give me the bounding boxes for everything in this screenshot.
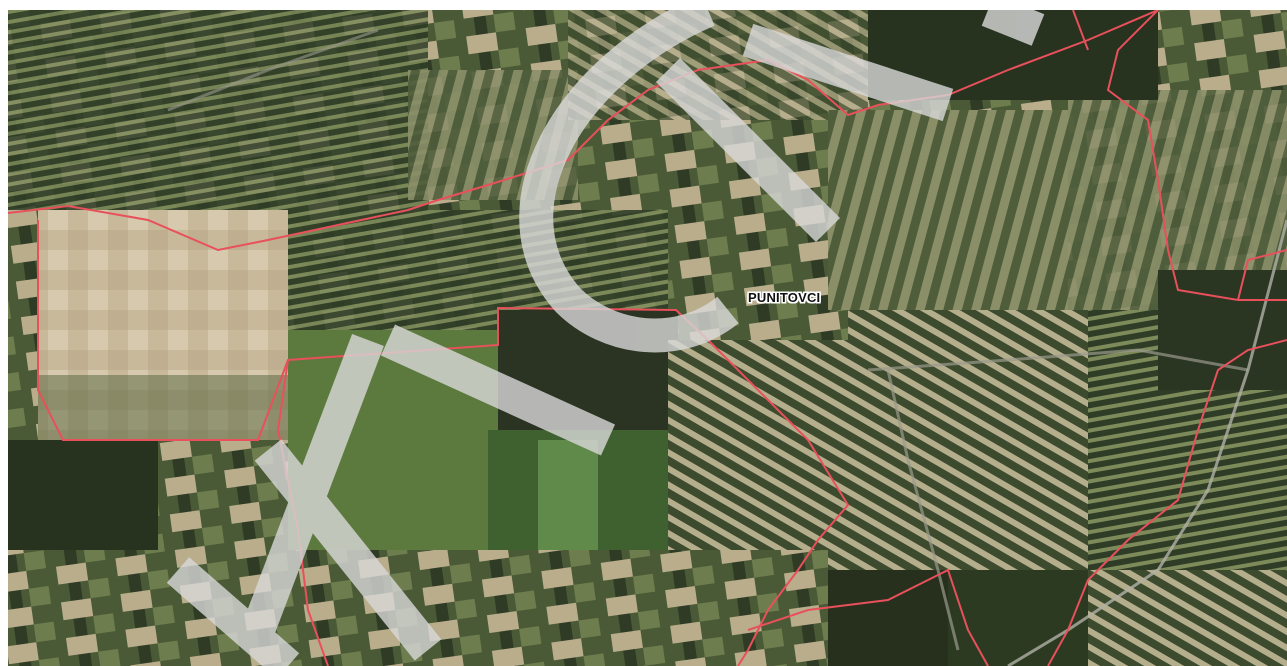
satellite-imagery — [8, 10, 1287, 666]
satellite-map[interactable]: PUNITOVCI — [8, 10, 1287, 666]
place-label-punitovci[interactable]: PUNITOVCI — [748, 290, 821, 305]
